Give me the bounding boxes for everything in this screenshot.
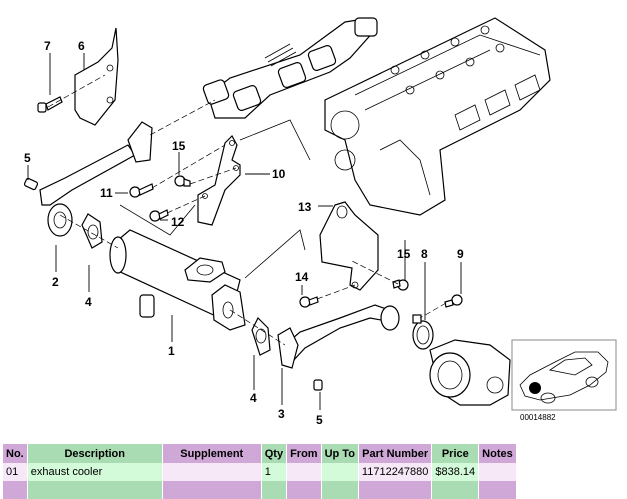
callout-7: 7: [44, 39, 51, 53]
cylinder-head: [324, 17, 551, 216]
gasket-upper: [81, 213, 103, 249]
callout-4-lower: 4: [250, 391, 257, 405]
callout-6: 6: [78, 39, 85, 53]
exhaust-pipe-right: [277, 304, 400, 369]
callout-14: 14: [295, 270, 309, 284]
table-header-row: No. Description Supplement Qty From Up T…: [3, 444, 516, 463]
bolt-11: [129, 183, 154, 198]
bolt-9: [444, 294, 463, 308]
parts-table: No. Description Supplement Qty From Up T…: [2, 444, 517, 499]
callout-15-upper: 15: [172, 139, 186, 153]
cell-notes: [479, 463, 516, 481]
header-qty[interactable]: Qty: [261, 444, 287, 463]
header-supplement[interactable]: Supplement: [162, 444, 261, 463]
cell-qty: 1: [261, 463, 287, 481]
location-marker-icon: [529, 382, 541, 394]
exhaust-cooler: [109, 229, 246, 331]
table-footer-strip: [3, 481, 516, 499]
bolt-14: [299, 296, 319, 308]
cell-from: [287, 463, 321, 481]
header-notes[interactable]: Notes: [479, 444, 516, 463]
bracket-13: [319, 201, 379, 291]
callout-15-lower: 15: [397, 247, 411, 261]
clamp: [412, 314, 434, 350]
callout-9: 9: [457, 247, 464, 261]
cell-part-number: 11712247880: [358, 463, 432, 481]
callout-5-upper: 5: [24, 151, 31, 165]
heat-shield: [74, 27, 119, 126]
inset-diagram-id: 00014882: [520, 413, 556, 422]
exploded-parts-diagram: 7 6 5 15 11 10 12 13 2 4 1 14 15 8 9 4 3…: [23, 17, 617, 427]
egr-valve: [429, 339, 511, 406]
header-part-number[interactable]: Part Number: [358, 444, 432, 463]
callout-labels: 7 6 5 15 11 10 12 13 2 4 1 14 15 8 9 4 3…: [24, 39, 464, 427]
callout-3: 3: [278, 407, 285, 421]
header-from[interactable]: From: [287, 444, 321, 463]
table-row[interactable]: 01 exhaust cooler 1 11712247880 $838.14: [3, 463, 516, 481]
callout-2: 2: [52, 275, 59, 289]
leader-lines: [27, 53, 462, 410]
callout-12: 12: [171, 215, 185, 229]
cell-no: 01: [3, 463, 27, 481]
bracket-10: [197, 135, 241, 226]
callout-5-lower: 5: [316, 413, 323, 427]
callout-10: 10: [272, 167, 286, 181]
bolt-5-lower: [313, 379, 323, 391]
bolt-15-lower: [392, 279, 409, 291]
assembly-lines: [47, 74, 447, 346]
callout-11: 11: [100, 186, 113, 200]
header-no[interactable]: No.: [3, 444, 27, 463]
cell-price: $838.14: [432, 463, 479, 481]
cell-supplement: [162, 463, 261, 481]
header-description[interactable]: Description: [27, 444, 162, 463]
callout-1: 1: [168, 344, 175, 358]
exhaust-manifold: [202, 17, 378, 119]
callout-8: 8: [421, 247, 428, 261]
callout-13: 13: [298, 200, 312, 214]
header-price[interactable]: Price: [432, 444, 479, 463]
bolt-12: [149, 209, 169, 222]
bolt-15-upper: [174, 175, 191, 187]
header-up-to[interactable]: Up To: [321, 444, 358, 463]
bolt-5-upper: [23, 177, 39, 191]
cell-description: exhaust cooler: [27, 463, 162, 481]
exhaust-pipe-left: [39, 121, 153, 237]
bolt-7: [37, 96, 63, 113]
cell-up-to: [321, 463, 358, 481]
gasket-lower: [251, 316, 271, 356]
callout-4-upper: 4: [85, 295, 92, 309]
vehicle-locator-inset: 00014882: [511, 339, 617, 422]
